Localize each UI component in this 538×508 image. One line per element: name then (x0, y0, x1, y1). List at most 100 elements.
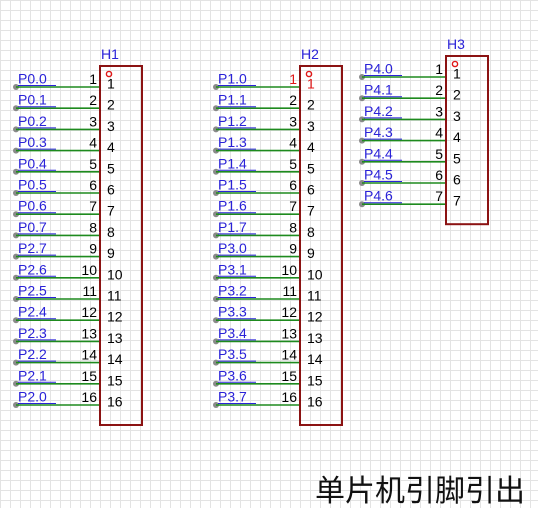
pin-number: 1 (435, 61, 443, 77)
net-label: P4.5 (364, 167, 393, 183)
net-label: P4.1 (364, 82, 393, 98)
pin-name: 3 (453, 108, 461, 124)
pin-number: 15 (281, 368, 297, 384)
net-label: P1.6 (218, 198, 247, 214)
pin-number: 5 (89, 156, 97, 172)
pin-name: 9 (307, 245, 315, 261)
pin-name: 4 (453, 129, 461, 145)
pin-name: 13 (307, 330, 323, 346)
net-label: P2.6 (18, 261, 47, 277)
pin-name: 5 (453, 150, 461, 166)
pin-name: 7 (307, 203, 315, 219)
pin-number: 12 (281, 304, 297, 320)
net-label: P1.1 (218, 92, 247, 108)
net-label: P1.7 (218, 219, 247, 235)
pin-name: 7 (107, 203, 115, 219)
pin-number: 16 (281, 389, 297, 405)
pin-number: 4 (435, 125, 443, 141)
net-label: P3.5 (218, 346, 247, 362)
pin-name: 9 (107, 245, 115, 261)
net-label: P0.6 (18, 198, 47, 214)
net-label: P4.2 (364, 103, 393, 119)
header-body (445, 55, 489, 226)
net-label: P0.2 (18, 113, 47, 129)
pin-number: 11 (82, 283, 97, 299)
pin-name: 1 (107, 76, 115, 92)
pin-name: 6 (107, 182, 115, 198)
page-title: 单片机引脚引出 (315, 474, 525, 508)
pin-number: 9 (289, 241, 297, 257)
pin-number: 2 (89, 92, 97, 108)
header-body (299, 65, 343, 426)
pin-number: 1 (89, 71, 97, 87)
pin-number: 11 (282, 283, 297, 299)
pin-name: 14 (307, 351, 323, 367)
pin-number: 6 (289, 177, 297, 193)
pin1-marker-icon (451, 60, 459, 68)
pin-name: 12 (307, 309, 323, 325)
pin-name: 2 (107, 97, 115, 113)
pin-number: 5 (435, 146, 443, 162)
pin-name: 15 (307, 372, 323, 388)
net-label: P1.0 (218, 71, 247, 87)
net-label: P2.3 (18, 325, 47, 341)
pin-number: 1 (289, 71, 297, 87)
pin-name: 12 (107, 309, 123, 325)
pin-name: 13 (107, 330, 123, 346)
pin-name: 2 (307, 97, 315, 113)
net-label: P2.2 (18, 346, 47, 362)
net-label: P3.4 (218, 325, 247, 341)
pin-number: 3 (289, 113, 297, 129)
net-label: P2.4 (18, 304, 47, 320)
net-label: P4.3 (364, 124, 393, 140)
pin-name: 16 (307, 394, 323, 410)
pin-number: 8 (89, 219, 97, 235)
net-label: P0.0 (18, 71, 47, 87)
pin-name: 11 (107, 288, 122, 304)
net-label: P3.6 (218, 367, 247, 383)
pin-name: 15 (107, 372, 123, 388)
net-label: P3.7 (218, 389, 247, 405)
net-label: P1.2 (218, 113, 247, 129)
pin-name: 1 (307, 76, 315, 92)
pin-number: 4 (89, 135, 97, 151)
net-label: P0.7 (18, 219, 47, 235)
pin-name: 16 (107, 394, 123, 410)
pin-name: 10 (107, 266, 123, 282)
net-label: P4.0 (364, 61, 393, 77)
pin-number: 10 (81, 262, 97, 278)
pin-number: 13 (81, 325, 97, 341)
net-label: P3.2 (218, 283, 247, 299)
pin-name: 8 (307, 224, 315, 240)
pin-number: 7 (89, 198, 97, 214)
designator-label: H1 (101, 46, 119, 62)
pin-number: 4 (289, 135, 297, 151)
header-body (99, 65, 143, 426)
pin-name: 6 (453, 172, 461, 188)
pin-name: 5 (307, 160, 315, 176)
net-label: P3.1 (218, 261, 247, 277)
designator-label: H3 (447, 36, 465, 52)
pin-name: 3 (107, 118, 115, 134)
net-label: P0.3 (18, 134, 47, 150)
pin-name: 5 (107, 160, 115, 176)
net-label: P4.4 (364, 145, 393, 161)
pin-number: 6 (435, 167, 443, 183)
pin-name: 7 (453, 193, 461, 209)
pin-number: 7 (289, 198, 297, 214)
pin-number: 3 (89, 113, 97, 129)
pin-name: 11 (307, 288, 322, 304)
net-label: P1.4 (218, 155, 247, 171)
pin-number: 7 (435, 188, 443, 204)
net-label: P0.5 (18, 177, 47, 193)
pin-number: 15 (81, 368, 97, 384)
net-label: P2.5 (18, 283, 47, 299)
pin-name: 8 (107, 224, 115, 240)
net-label: P2.7 (18, 240, 47, 256)
pin-number: 9 (89, 241, 97, 257)
pin1-marker-icon (305, 70, 313, 78)
pin-name: 14 (107, 351, 123, 367)
pin-number: 2 (289, 92, 297, 108)
